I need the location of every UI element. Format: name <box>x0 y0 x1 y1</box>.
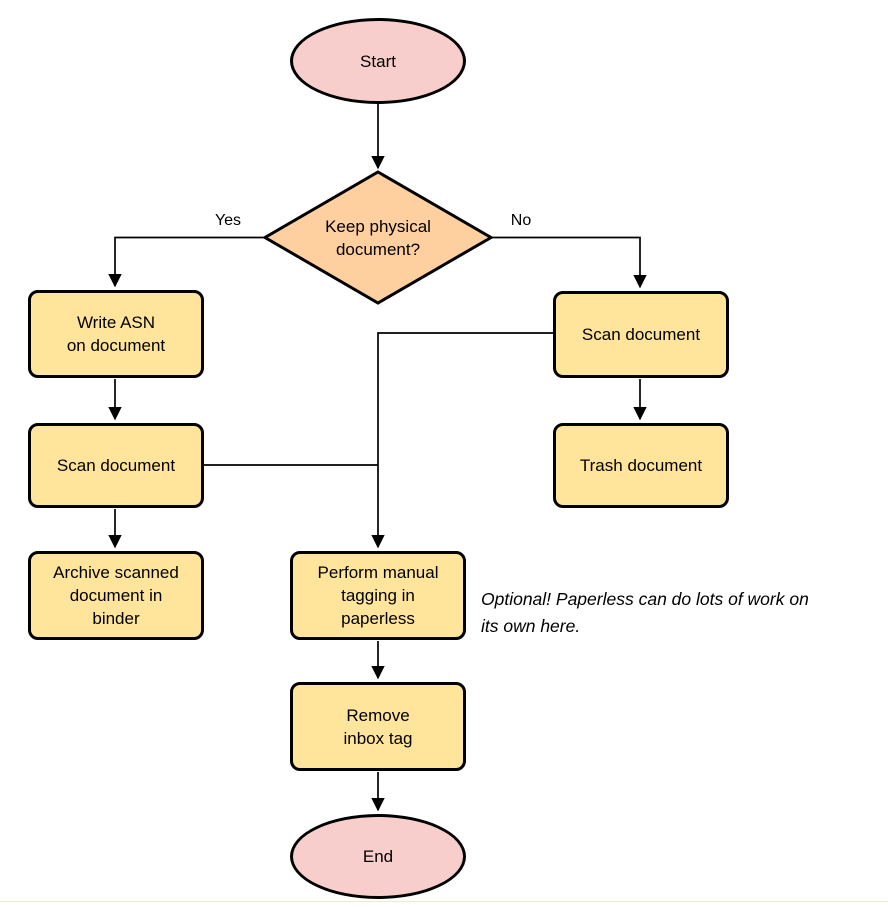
edge-label-yes: Yes <box>214 212 242 229</box>
node-end: End <box>290 814 466 899</box>
node-write-asn: Write ASN on document <box>28 290 204 378</box>
node-decision: Keep physical document? <box>265 172 491 303</box>
annotation-optional-note: Optional! Paperless can do lots of work … <box>481 589 809 636</box>
node-scan-document-right: Scan document <box>553 291 729 378</box>
edge-label-no: No <box>510 212 532 229</box>
node-scan-left-label: Scan document <box>56 456 176 475</box>
node-trash-label: Trash document <box>579 456 703 475</box>
edge-decision-yes <box>108 236 265 288</box>
node-scan-document-left: Scan document <box>28 423 204 508</box>
node-manual-tagging: Perform manual tagging in paperless <box>290 551 466 640</box>
node-scan-right-label: Scan document <box>581 325 701 344</box>
bottom-divider <box>0 901 888 902</box>
node-remove-inbox-tag: Remove inbox tag <box>290 682 466 771</box>
node-write-asn-label: Write ASN on document <box>66 313 166 355</box>
node-start: Start <box>290 18 466 104</box>
node-archive-label: Archive scanned document in binder <box>53 563 179 628</box>
node-end-label: End <box>362 847 394 866</box>
node-decision-label: Keep physical document? <box>325 216 431 259</box>
node-remove-inbox-label: Remove inbox tag <box>343 705 413 748</box>
node-archive-binder: Archive scanned document in binder <box>28 551 204 640</box>
decision-diamond-shape <box>262 170 494 305</box>
node-tagging-label: Perform manual tagging in paperless <box>317 563 439 628</box>
node-trash-document: Trash document <box>553 423 729 508</box>
node-start-label: Start <box>360 51 396 71</box>
edge-scanright-tagging <box>371 332 553 549</box>
edge-decision-no <box>491 236 647 289</box>
